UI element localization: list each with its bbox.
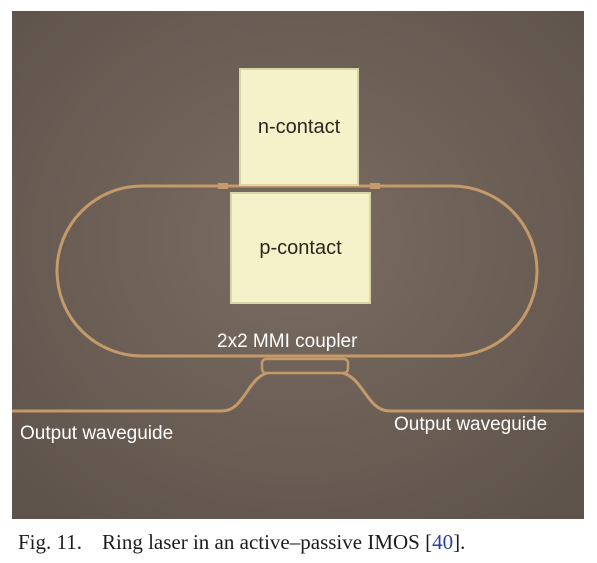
contact-taper-right: [370, 183, 380, 189]
mmi-coupler: [260, 357, 350, 375]
output-waveguide-left-label: Output waveguide: [20, 423, 174, 444]
micrograph-figure: n-contact p-contact 2x2 MMI coupler Outp…: [12, 11, 584, 519]
output-waveguide-right-path: [342, 371, 584, 413]
p-contact-pad: p-contact: [230, 192, 371, 304]
output-waveguide-left-path: [12, 371, 268, 413]
figure-number: Fig. 11.: [18, 530, 82, 554]
figure-caption: Fig. 11. Ring laser in an active–passive …: [18, 530, 590, 555]
ring-waveguide: [55, 184, 539, 358]
n-contact-label: n-contact: [257, 115, 341, 138]
p-contact-label: p-contact: [259, 236, 342, 259]
caption-text-end: ].: [453, 530, 466, 554]
reference-link[interactable]: 40: [432, 530, 454, 554]
mmi-coupler-label: 2x2 MMI coupler: [217, 331, 358, 352]
n-contact-pad: n-contact: [239, 68, 359, 186]
caption-text: Ring laser in an active–passive IMOS [: [101, 530, 433, 554]
contact-taper-left: [218, 183, 228, 189]
output-waveguide-right-label: Output waveguide: [394, 414, 548, 435]
